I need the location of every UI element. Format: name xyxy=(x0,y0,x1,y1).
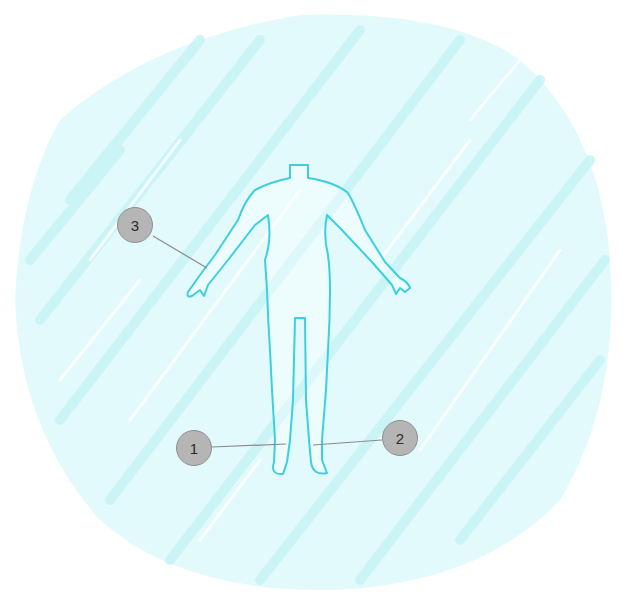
leader-line xyxy=(153,236,207,268)
background-scribble xyxy=(15,15,611,591)
leader-line xyxy=(212,444,286,447)
scribble-strokes xyxy=(30,30,605,580)
body-outline xyxy=(188,165,411,474)
scribble-highlights xyxy=(60,60,560,540)
callout-number: 2 xyxy=(382,420,418,456)
callout-number: 1 xyxy=(176,430,212,466)
callout-number: 3 xyxy=(117,207,153,243)
leader-line xyxy=(313,440,382,445)
